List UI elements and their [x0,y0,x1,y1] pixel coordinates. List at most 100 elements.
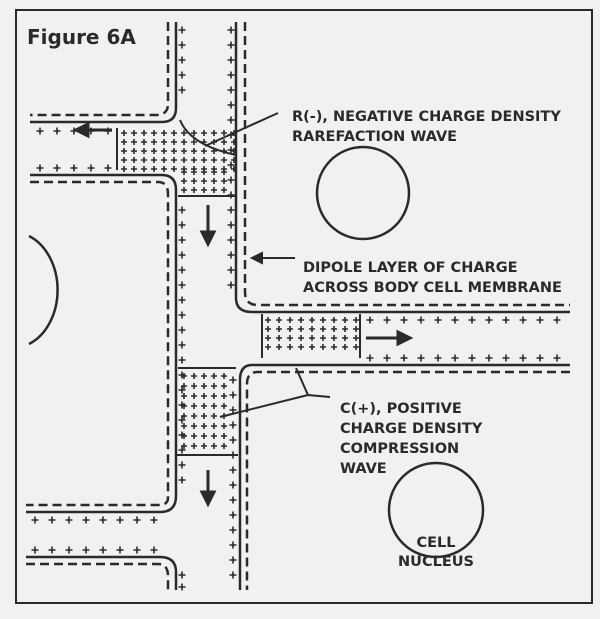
plus-sign [133,516,141,524]
plus-sign [320,317,326,323]
plus-sign [181,423,187,429]
plus-sign [141,157,147,163]
plus-sign [178,476,186,484]
plus-sign [141,148,147,154]
plus-sign [342,335,348,341]
plus-sign [87,164,95,172]
nucleus-label-2: NUCLEUS [398,554,474,570]
plus-sign [353,344,359,350]
plus-sign [502,316,510,324]
plus-sign [468,354,476,362]
plus-sign [141,130,147,136]
plus-sign [191,443,197,449]
compression-label-3: COMPRESSION [340,441,459,457]
figure-title: Figure 6A [27,25,136,49]
plus-sign [121,139,127,145]
plus-sign [229,556,237,564]
plus-sign [70,164,78,172]
plus-sign [298,326,304,332]
plus-sign [227,41,235,49]
plus-sign [150,516,158,524]
plus-sign [191,178,197,184]
plus-sign [171,166,177,172]
plus-sign [201,373,207,379]
dipole-label-2: ACROSS BODY CELL MEMBRANE [303,280,562,296]
plus-sign [502,354,510,362]
plus-sign [201,169,207,175]
plus-sign [178,461,186,469]
plus-sign [201,383,207,389]
plus-sign [231,166,237,172]
compression-label-1: C(+), POSITIVE [340,401,462,417]
plus-sign [366,354,374,362]
plus-sign [161,130,167,136]
plus-sign [131,130,137,136]
plus-sign [342,326,348,332]
plus-sign [121,130,127,136]
plus-sign [191,373,197,379]
plus-sign [221,393,227,399]
plus-sign [53,164,61,172]
plus-sign [151,157,157,163]
plus-sign [342,317,348,323]
plus-sign [151,139,157,145]
plus-sign [181,157,187,163]
plus-sign [171,148,177,154]
plus-sign [229,496,237,504]
plus-sign [121,148,127,154]
rarefaction-wave-front [179,119,237,156]
plus-sign [383,316,391,324]
plus-sign [201,130,207,136]
dipole-pointer-arrow-icon [249,251,295,265]
plus-sign [298,335,304,341]
plus-sign [221,157,227,163]
plus-sign [181,169,187,175]
plus-sign [353,317,359,323]
membrane-right-upper [234,22,570,314]
plus-sign [191,187,197,193]
plus-sign [178,583,186,591]
plus-sign [191,157,197,163]
plus-sign [211,423,217,429]
plus-sign [181,139,187,145]
plus-sign [320,326,326,332]
plus-sign [276,317,282,323]
plus-sign [116,546,124,554]
plus-sign [31,516,39,524]
plus-sign [229,391,237,399]
plus-sign [221,433,227,439]
plus-sign [227,116,235,124]
plus-sign [231,148,237,154]
plus-sign [191,139,197,145]
plus-sign [178,356,186,364]
plus-sign [331,326,337,332]
plus-sign [211,393,217,399]
plus-sign [229,571,237,579]
rarefaction-leader-line [204,112,279,147]
plus-sign [366,316,374,324]
plus-sign [227,86,235,94]
plus-sign [191,393,197,399]
plus-sign [451,354,459,362]
plus-sign [161,166,167,172]
nucleus-label-1: CELL [416,535,455,551]
plus-sign [178,281,186,289]
plus-sign [201,187,207,193]
plus-sign [201,443,207,449]
plus-sign [116,516,124,524]
wave-boundaries [116,128,361,456]
plus-sign [141,139,147,145]
rarefaction-label-1: R(-), NEGATIVE CHARGE DENSITY [292,109,561,125]
plus-sign [181,187,187,193]
plus-sign [353,326,359,332]
plus-sign [309,326,315,332]
plus-sign [229,511,237,519]
plus-sign [342,344,348,350]
plus-sign [201,433,207,439]
plus-sign [191,383,197,389]
plus-sign [178,26,186,34]
plus-sign [211,443,217,449]
plus-sign [227,101,235,109]
plus-sign [229,376,237,384]
plus-sign [468,316,476,324]
